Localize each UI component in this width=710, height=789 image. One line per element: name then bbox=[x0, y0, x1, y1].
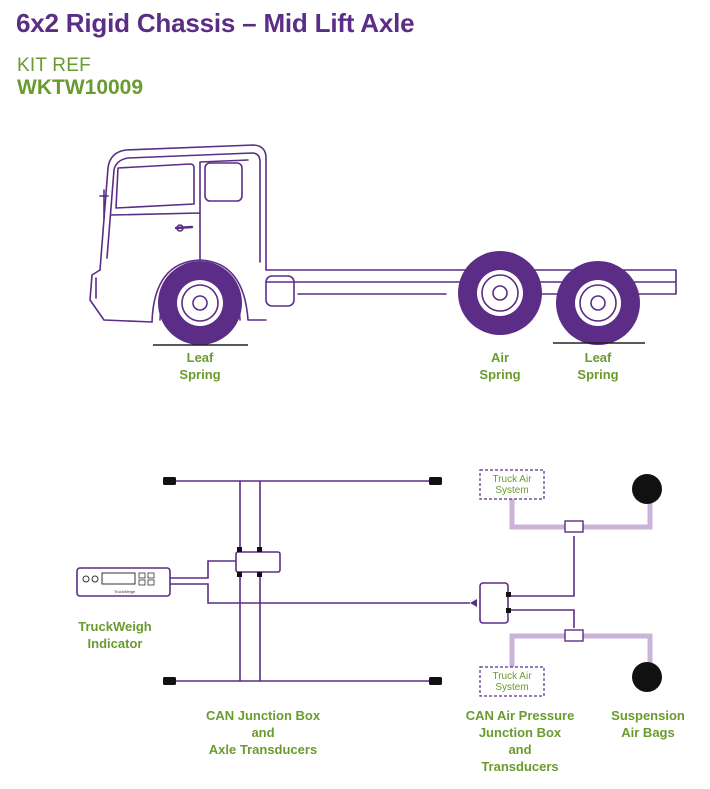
wheel-rear bbox=[556, 261, 640, 345]
air-t-connectors bbox=[564, 520, 584, 642]
truck-cab bbox=[99, 144, 267, 271]
kit-ref-code: WKTW10009 bbox=[17, 76, 144, 99]
can-wiring bbox=[170, 480, 575, 682]
kit-ref-label: KIT REF bbox=[17, 55, 91, 76]
air-system-top-line1: Truck Air bbox=[492, 474, 532, 485]
chassis-rail bbox=[265, 269, 677, 295]
can-air-junction-box bbox=[470, 582, 511, 624]
air-system-top-line2: System bbox=[495, 485, 528, 496]
truck-air-system-top: Truck Air System bbox=[479, 469, 545, 500]
wheel-front bbox=[158, 261, 242, 345]
transducer-bottom-right bbox=[429, 677, 442, 685]
air-system-bottom-line2: System bbox=[495, 682, 528, 693]
air-system-bottom-line1: Truck Air bbox=[492, 671, 532, 682]
transducer-top-right bbox=[429, 477, 442, 485]
cab-window bbox=[115, 163, 195, 209]
cab-door bbox=[110, 159, 249, 261]
can-junction-box bbox=[235, 547, 281, 577]
transducer-top-left bbox=[163, 477, 176, 485]
wheel-mid bbox=[458, 251, 542, 335]
suspension-air-bag-bottom bbox=[632, 662, 662, 692]
truck-illustration bbox=[89, 144, 677, 323]
page-title: 6x2 Rigid Chassis – Mid Lift Axle bbox=[16, 8, 415, 38]
indicator-brand: TruckWeigh bbox=[114, 589, 135, 594]
axle-transducers bbox=[163, 477, 442, 685]
truck-air-system-bottom: Truck Air System bbox=[479, 666, 545, 697]
cab-side-window bbox=[204, 162, 243, 202]
transducer-bottom-left bbox=[163, 677, 176, 685]
ground-lines bbox=[153, 342, 645, 346]
truckweigh-indicator: TruckWeigh bbox=[76, 567, 171, 597]
suspension-air-bag-top bbox=[632, 474, 662, 504]
fuel-tank bbox=[265, 275, 295, 307]
